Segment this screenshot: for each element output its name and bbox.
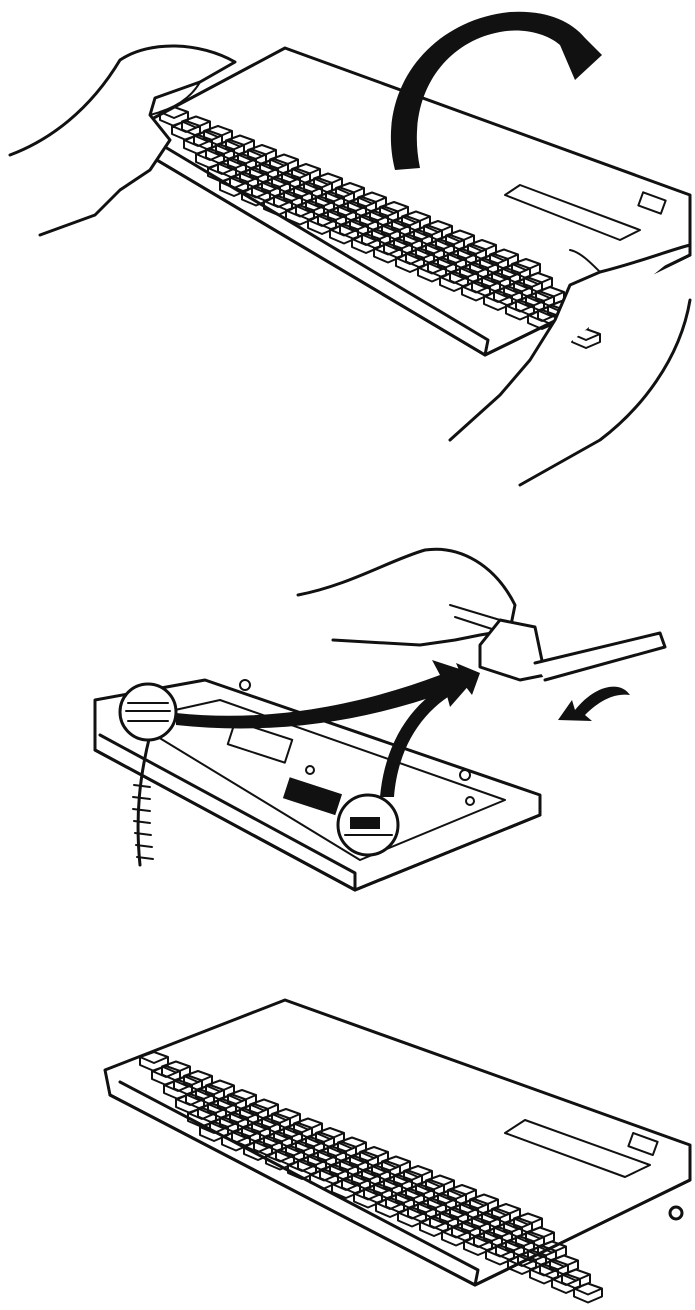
step-2-unfold-tilt-feet bbox=[0, 535, 695, 900]
step-3-illustration bbox=[0, 985, 695, 1310]
step-1-illustration bbox=[0, 0, 695, 495]
step-1-turn-keyboard-over bbox=[0, 0, 695, 495]
rotate-arrow-icon bbox=[558, 687, 630, 721]
keycap bbox=[574, 1284, 602, 1303]
step-3-keyboard-upright bbox=[0, 985, 695, 1310]
tilt-foot-icon bbox=[480, 620, 665, 680]
hand-icon bbox=[298, 549, 515, 645]
keyboard-body bbox=[105, 1000, 690, 1285]
magnifier-circle-icon bbox=[338, 795, 398, 855]
magnifier-circle-icon bbox=[120, 684, 176, 740]
step-2-illustration bbox=[0, 535, 695, 900]
